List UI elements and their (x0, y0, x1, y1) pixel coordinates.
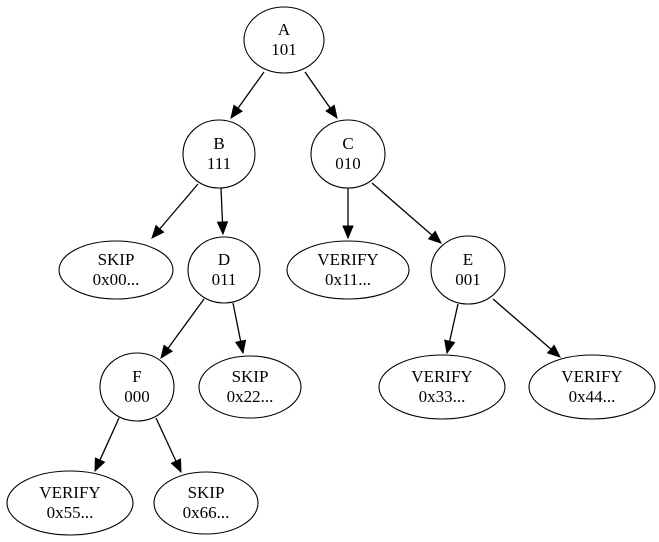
node-ellipse-shape[interactable] (6, 470, 134, 536)
node-label-primary: SKIP (188, 483, 225, 502)
arrowhead-icon (546, 344, 561, 358)
arrowhead-icon (230, 104, 243, 120)
node-circle-shape[interactable] (187, 236, 261, 304)
node-circle-shape[interactable] (243, 6, 325, 74)
node-ellipse-shape[interactable] (286, 240, 410, 300)
node-label-secondary: 010 (335, 154, 361, 173)
node-label-primary: VERIFY (317, 250, 378, 269)
graph-node-verify1[interactable]: VERIFY0x11... (286, 240, 410, 300)
edge-A-to-C (304, 71, 338, 120)
node-label-secondary: 0x11... (325, 270, 371, 289)
node-label-primary: A (278, 20, 291, 39)
node-label-primary: VERIFY (411, 367, 472, 386)
graph-node-verify5[interactable]: VERIFY0x55... (6, 470, 134, 536)
node-label-secondary: 101 (271, 40, 297, 59)
node-label-primary: F (132, 367, 141, 386)
node-ellipse-shape[interactable] (198, 355, 302, 419)
edge-A-to-B (230, 71, 265, 120)
node-circle-shape[interactable] (310, 119, 386, 189)
edge-line (220, 187, 224, 223)
arrowhead-icon (444, 339, 456, 355)
node-label-secondary: 0x33... (419, 387, 466, 406)
edge-line (155, 417, 177, 462)
edge-line (371, 182, 433, 236)
node-label-secondary: 0x44... (569, 387, 616, 406)
node-circle-shape[interactable] (182, 119, 256, 189)
nodes-layer: A101B111C010SKIP0x00...D011VERIFY0x11...… (6, 6, 656, 536)
edge-line (232, 302, 242, 342)
node-label-primary: D (218, 250, 230, 269)
node-label-secondary: 001 (455, 270, 481, 289)
node-ellipse-shape[interactable] (528, 354, 656, 420)
edge-line (448, 303, 459, 342)
edge-C-to-E (371, 182, 442, 244)
edge-F-to-VERIFY5 (94, 417, 120, 473)
edge-line (492, 298, 552, 350)
edge-line (237, 71, 265, 109)
node-label-primary: B (213, 134, 224, 153)
arrowhead-icon (170, 458, 182, 474)
node-label-secondary: 0x55... (47, 503, 94, 522)
edge-B-to-D (216, 187, 229, 236)
node-circle-shape[interactable] (430, 235, 506, 305)
arrowhead-icon (160, 344, 174, 360)
node-ellipse-shape[interactable] (378, 354, 506, 420)
node-circle-shape[interactable] (99, 352, 175, 422)
arrowhead-icon (427, 230, 442, 244)
edge-F-to-SKIP6 (155, 417, 182, 474)
edge-C-to-VERIFY1 (342, 188, 354, 240)
edge-line (159, 183, 199, 230)
node-label-primary: E (463, 250, 473, 269)
node-ellipse-shape[interactable] (58, 240, 174, 300)
node-label-secondary: 0x66... (183, 503, 230, 522)
node-label-primary: SKIP (232, 367, 269, 386)
edge-D-to-SKIP2 (232, 302, 247, 355)
arrowhead-icon (234, 339, 247, 355)
node-label-primary: VERIFY (39, 483, 100, 502)
graph-node-verify4[interactable]: VERIFY0x44... (528, 354, 656, 420)
node-ellipse-shape[interactable] (153, 471, 259, 535)
edge-B-to-SKIP0 (151, 183, 199, 239)
edge-D-to-F (160, 298, 205, 360)
edge-E-to-VERIFY4 (492, 298, 561, 358)
node-label-secondary: 0x00... (93, 270, 140, 289)
graph-node-verify3[interactable]: VERIFY0x33... (378, 354, 506, 420)
arrowhead-icon (325, 104, 338, 120)
node-label-primary: C (342, 134, 353, 153)
graph-node-skip6[interactable]: SKIP0x66... (153, 471, 259, 535)
node-label-primary: SKIP (98, 250, 135, 269)
arrowhead-icon (151, 224, 165, 239)
graph-node-skip2[interactable]: SKIP0x22... (198, 355, 302, 419)
node-label-secondary: 000 (124, 387, 150, 406)
edge-line (99, 417, 120, 461)
node-label-primary: VERIFY (561, 367, 622, 386)
edge-line (304, 71, 331, 109)
edge-E-to-VERIFY3 (444, 303, 459, 355)
node-label-secondary: 0x22... (227, 387, 274, 406)
graph-node-skip0[interactable]: SKIP0x00... (58, 240, 174, 300)
edges-layer (94, 71, 561, 474)
arrowhead-icon (94, 457, 106, 473)
node-label-secondary: 011 (212, 270, 237, 289)
arrowhead-icon (216, 221, 229, 236)
edge-line (167, 298, 205, 349)
arrowhead-icon (342, 225, 354, 240)
node-label-secondary: 111 (207, 154, 231, 173)
